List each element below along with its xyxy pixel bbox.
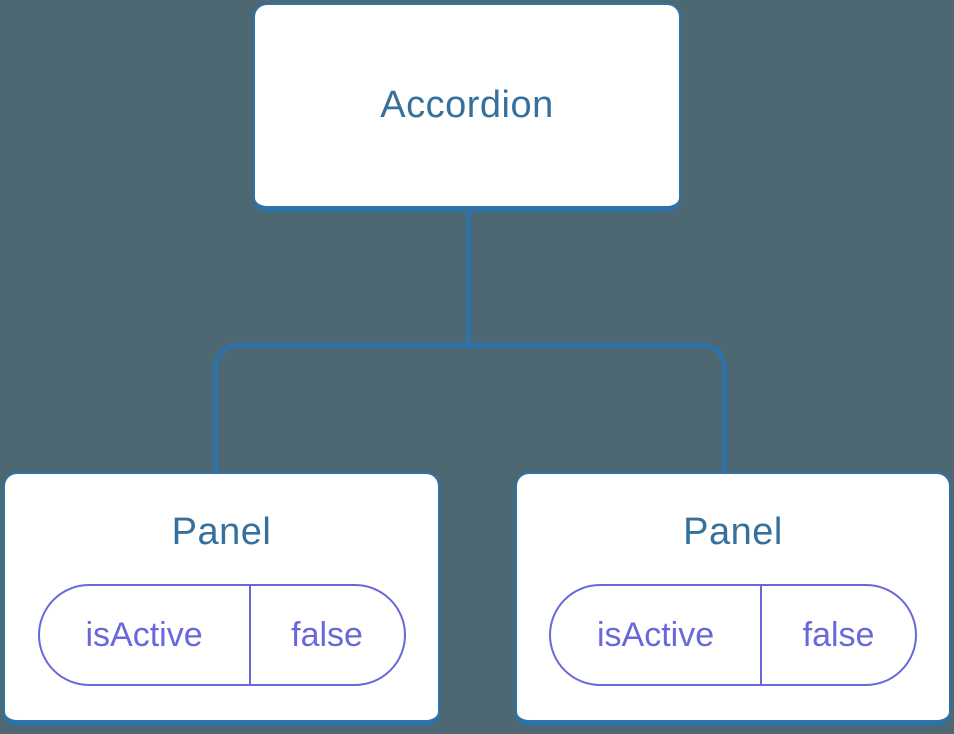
connector-branch-bracket (213, 343, 727, 472)
state-value-label: false (802, 615, 875, 654)
component-node-accordion: Accordion (253, 3, 681, 212)
connector-stem-line (466, 209, 471, 346)
component-node-panel-left: Panel isActive false (3, 472, 440, 726)
state-value-label: false (291, 615, 363, 654)
state-pill: isActive false (37, 583, 406, 686)
panel-node-label: Panel (683, 511, 783, 553)
component-node-panel-right: Panel isActive false (515, 472, 951, 726)
panel-node-label: Panel (171, 511, 272, 553)
state-pill: isActive false (549, 583, 917, 686)
state-key-label: isActive (40, 585, 251, 684)
accordion-node-label: Accordion (380, 83, 554, 126)
state-key-label: isActive (551, 585, 763, 684)
